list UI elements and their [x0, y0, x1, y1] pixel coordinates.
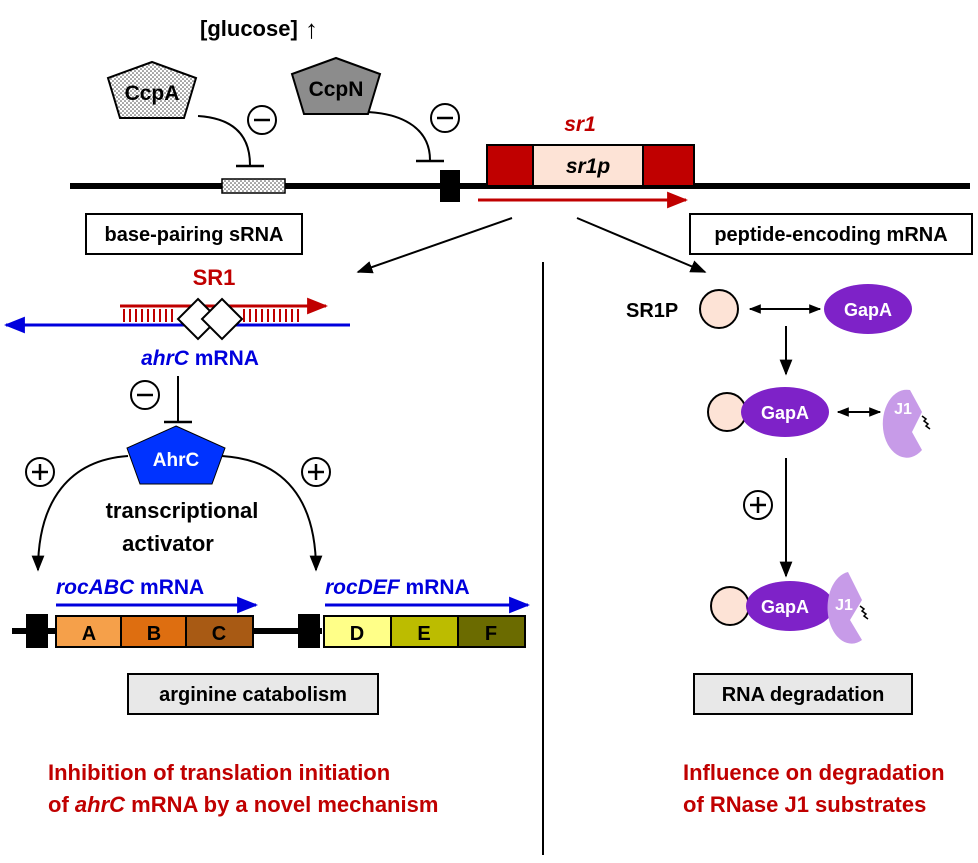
base-pair-ticks — [123, 309, 299, 322]
gene-label: D — [350, 623, 364, 645]
sr1-rna-label: SR1 — [193, 265, 236, 290]
rocabc-mrna-label: rocABC mRNA — [56, 576, 204, 599]
diamond-shapes — [176, 297, 244, 341]
ccpn-repression-arc — [367, 111, 431, 161]
roc-genes: A B C D E F — [55, 615, 526, 648]
svg-text:AhrC: AhrC — [153, 450, 200, 471]
left-conclusion-line1: Inhibition of translation initiation — [48, 760, 390, 785]
right-conclusion-line2: of RNase J1 substrates — [683, 792, 926, 817]
svg-text:peptide-encoding mRNA: peptide-encoding mRNA — [714, 224, 947, 246]
rna-degradation-box: RNA degradation — [693, 673, 913, 715]
glucose-label: [glucose] — [200, 16, 298, 41]
rnase-j1-2: J1 — [827, 572, 869, 644]
plus-icon-right-panel — [743, 490, 773, 520]
gapa-protein-2: GapA — [741, 387, 829, 437]
svg-text:base-pairing sRNA: base-pairing sRNA — [105, 224, 284, 246]
rocdef-mrna-label: rocDEF mRNA — [325, 576, 470, 599]
gapa-protein-3: GapA — [746, 581, 834, 631]
gene-c: C — [185, 615, 254, 648]
minus-icon-ccpn — [430, 103, 460, 133]
ccpa-label: CcpA — [125, 82, 180, 105]
gene-f: F — [457, 615, 526, 648]
activator-line1: transcriptional — [106, 498, 259, 523]
gene-label: E — [417, 623, 430, 645]
sr1p-peptide-complex-1 — [707, 392, 747, 432]
rnase-j1-1: J1 — [882, 389, 931, 458]
arrow-to-right-panel — [576, 217, 707, 273]
ccpn-regulator: CcpN — [290, 56, 382, 115]
activator-line2: activator — [122, 531, 214, 556]
minus-icon-ahrc — [130, 380, 160, 410]
gene-label: C — [212, 623, 226, 645]
gene-label: A — [82, 623, 96, 645]
gene-a: A — [55, 615, 124, 648]
glucose-up-arrow-icon: ↑ — [305, 14, 318, 44]
ahrc-mrna-label: ahrC mRNA — [141, 347, 259, 370]
promoter-box — [440, 170, 460, 202]
svg-text:RNA degradation: RNA degradation — [722, 684, 885, 706]
left-conclusion-line2: of ahrC mRNA by a novel mechanism — [48, 792, 438, 817]
svg-text:GapA: GapA — [761, 597, 809, 617]
right-conclusion-line1: Influence on degradation — [683, 760, 945, 785]
ccpn-label: CcpN — [309, 78, 364, 101]
minus-icon-ccpa — [247, 105, 277, 135]
peptide-encoding-mrna-box: peptide-encoding mRNA — [689, 213, 973, 255]
sr1p-label: SR1P — [626, 300, 678, 322]
gene-d: D — [323, 615, 392, 648]
gene-label: B — [147, 623, 161, 645]
gene-e: E — [390, 615, 459, 648]
sr1-gene: sr1p — [486, 144, 695, 187]
plus-icon-right — [301, 457, 331, 487]
arginine-catabolism-box: arginine catabolism — [127, 673, 379, 715]
activation-arc-right — [221, 455, 323, 572]
ccpa-repression-arc — [197, 115, 251, 166]
ahrc-protein: AhrC — [126, 425, 226, 485]
sr1p-peptide — [699, 289, 739, 329]
svg-text:J1: J1 — [894, 401, 912, 418]
gene-b: B — [120, 615, 189, 648]
svg-text:arginine catabolism: arginine catabolism — [159, 684, 347, 706]
gene-label: F — [485, 623, 497, 645]
ccpa-binding-site — [221, 178, 286, 194]
svg-text:GapA: GapA — [761, 403, 809, 423]
plus-icon-left — [25, 457, 55, 487]
roc-promoter-2 — [298, 614, 320, 648]
gapa-protein-1: GapA — [824, 284, 912, 334]
roc-promoter-1 — [26, 614, 48, 648]
svg-text:J1: J1 — [835, 597, 853, 614]
base-pairing-srna-box: base-pairing sRNA — [85, 213, 303, 255]
sr1p-orf-label: sr1p — [566, 155, 611, 178]
arrow-to-left-panel — [356, 217, 513, 274]
sr1p-peptide-complex-2 — [710, 586, 750, 626]
activation-arc-left — [31, 455, 129, 572]
ccpa-regulator: CcpA — [106, 60, 198, 119]
sr1-gene-label: sr1 — [564, 113, 596, 136]
svg-text:GapA: GapA — [844, 300, 892, 320]
